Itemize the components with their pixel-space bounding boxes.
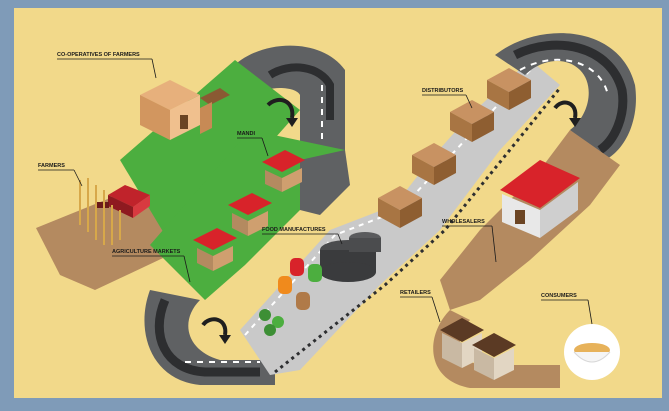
label-farmers-text: FARMERS xyxy=(38,163,65,169)
label-agri-markets-text: AGRICULTURE MARKETS xyxy=(112,249,181,255)
food-bowl-icon xyxy=(564,324,620,380)
label-wholesalers-text: WHOLESALERS xyxy=(442,219,485,225)
label-food-manufactures-text: FOOD MANUFACTURES xyxy=(262,227,326,233)
label-retailers-text: RETAILERS xyxy=(400,290,431,296)
label-cooperatives-text: CO-OPERATIVES OF FARMERS xyxy=(57,52,140,58)
label-distributors-text: DISTRIBUTORS xyxy=(422,88,463,94)
label-mandi-text: MANDI xyxy=(237,131,255,137)
label-consumers-text: CONSUMERS xyxy=(541,293,577,299)
